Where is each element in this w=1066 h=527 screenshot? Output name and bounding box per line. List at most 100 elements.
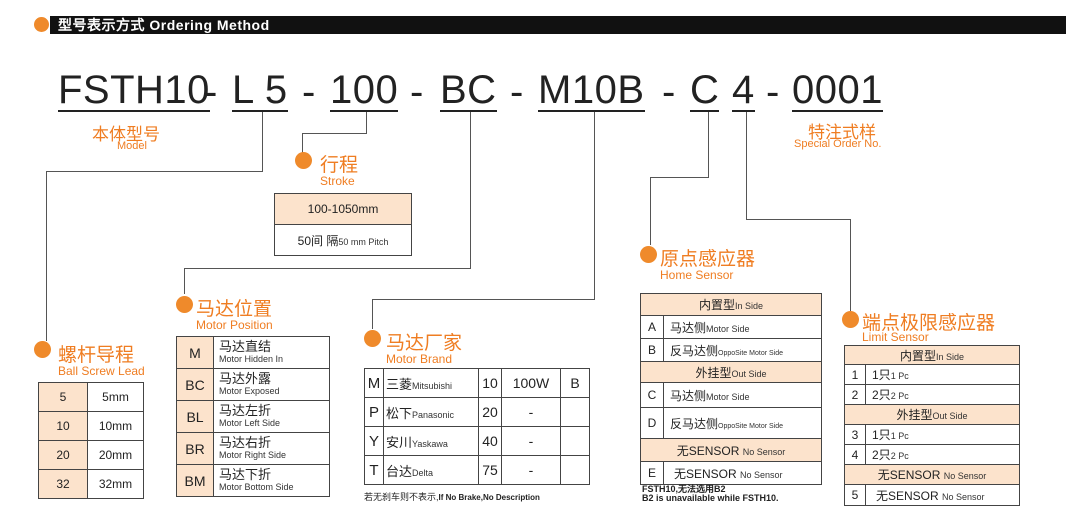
brand-title: 马达厂家 [386, 333, 463, 354]
stroke-title: 行程 [320, 155, 359, 176]
brand-brake [560, 455, 590, 485]
brand-name-cn: 三菱 [386, 376, 413, 392]
brand-brake [560, 397, 590, 427]
connector-lead-v [46, 171, 47, 341]
brand-watt: - [501, 455, 561, 485]
stroke-pitch-en: 50 mm Pitch [338, 236, 389, 247]
model-label-cn: 本体型号 [92, 125, 160, 144]
code-model: FSTH10 [58, 68, 210, 112]
limit-row-4: 2只2 Pc [865, 444, 1020, 465]
home-h1-cn: 内置型 [698, 298, 735, 312]
stroke-pitch: 50间 隔50 mm Pitch [274, 224, 412, 256]
home-row-e: 无SENSOR No Sensor [663, 461, 822, 485]
home-c-en: Motor Side [706, 391, 750, 402]
brand-code: Y [364, 426, 384, 456]
brand-dot-icon [364, 330, 381, 347]
home-b-en: OppoSite Motor Side [718, 349, 783, 357]
stroke-table: 100-1050mm 50间 隔50 mm Pitch [274, 193, 412, 256]
limit-title: 端点极限感应器 [862, 313, 996, 334]
limit-3-cn: 1只 [872, 428, 891, 442]
special-label-cn: 特注式样 [808, 123, 876, 142]
position-code: BC [176, 368, 214, 401]
position-desc-cn: 马达外露 [219, 370, 272, 386]
home-code-b: B [640, 338, 664, 362]
limit-2-cn: 2只 [872, 388, 891, 402]
home-d-en: OppoSite Motor Side [718, 422, 783, 430]
code-dash-4: - [510, 70, 524, 114]
lead-value: 10mm [87, 411, 144, 441]
position-code: BL [176, 400, 214, 433]
lead-value: 32mm [87, 469, 144, 499]
stroke-range: 100-1050mm [274, 193, 412, 225]
header-dot-icon [34, 17, 49, 32]
home-table: 内置型In Side A 马达侧Motor Side B 反马达侧OppoSit… [640, 293, 822, 485]
position-desc-en: Motor Exposed [219, 385, 280, 396]
brand-watt-code: 75 [478, 455, 502, 485]
position-desc-cn: 马达左折 [219, 402, 272, 418]
limit-h2-cn: 外挂型 [896, 408, 933, 422]
limit-h2-en: Out Side [932, 411, 968, 421]
brand-name-cn: 台达 [386, 463, 413, 479]
home-d-cn: 反马达侧 [670, 416, 719, 431]
lead-value: 20mm [87, 440, 144, 470]
home-b-cn: 反马达侧 [670, 343, 719, 358]
lead-title: 螺杆导程 [58, 345, 135, 366]
brand-name-en: Panasonic [412, 409, 455, 420]
connector-lead [262, 112, 263, 172]
position-dot-icon [176, 296, 193, 313]
connector-limit-h [746, 219, 851, 220]
connector-stroke [366, 112, 367, 134]
stroke-subtitle: Stroke [320, 174, 355, 188]
connector-position [470, 112, 471, 269]
limit-code-5: 5 [844, 484, 866, 506]
position-desc-cn: 马达下折 [219, 466, 272, 482]
header-bar [50, 16, 1066, 34]
brand-watt-code: 10 [478, 368, 502, 398]
brand-name-cn: 安川 [386, 434, 413, 450]
home-a-en: Motor Side [706, 323, 750, 334]
home-row-b: 反马达侧OppoSite Motor Side [663, 338, 822, 362]
brand-note-cn: 若无刹车则不表示, [364, 492, 439, 502]
code-special: 0001 [792, 68, 883, 112]
home-dot-icon [640, 246, 657, 263]
home-h2-en: Out Side [731, 368, 767, 379]
home-group-outside: 外挂型Out Side [640, 361, 822, 383]
position-code: BM [176, 464, 214, 497]
position-desc-cn: 马达直结 [219, 338, 272, 354]
brand-name: 松下Panasonic [383, 397, 479, 427]
limit-code-1: 1 [844, 364, 866, 385]
limit-dot-icon [842, 311, 859, 328]
brand-name: 安川Yaskawa [383, 426, 479, 456]
lead-code: 32 [38, 469, 88, 499]
header-title: 型号表示方式 Ordering Method [58, 17, 270, 33]
code-dash-5: - [662, 70, 676, 114]
code-stroke: 100 [330, 68, 399, 112]
home-a-cn: 马达侧 [670, 320, 707, 335]
code-dash-6: - [766, 70, 780, 114]
home-note-1: FSTH10,无法选用B2 [642, 484, 726, 494]
position-desc-en: Motor Hidden In [219, 353, 284, 364]
code-brand: M10B [538, 68, 645, 112]
connector-limit-v [850, 219, 851, 311]
connector-home [708, 112, 709, 178]
connector-brand-v [372, 299, 373, 329]
position-desc-cn: 马达右折 [219, 434, 272, 450]
brand-name-en: Mitsubishi [412, 380, 453, 391]
home-h3-cn: 无SENSOR [676, 443, 740, 458]
limit-4-cn: 2只 [872, 448, 891, 462]
code-lead: L 5 [232, 68, 288, 112]
position-code: M [176, 336, 214, 369]
model-label-en: Model [117, 140, 147, 152]
home-h1-en: In Side [734, 301, 764, 311]
connector-position-v [184, 268, 185, 294]
brand-code: P [364, 397, 384, 427]
limit-table: 内置型In Side 1 1只1 Pc 2 2只2 Pc 外挂型Out Side… [844, 345, 1020, 506]
limit-group-none: 无SENSOR No Sensor [844, 464, 1020, 485]
code-position: BC [440, 68, 497, 112]
brand-brake: B [560, 368, 590, 398]
limit-3-en: 1 Pc [890, 431, 909, 441]
connector-home-v [650, 177, 651, 245]
